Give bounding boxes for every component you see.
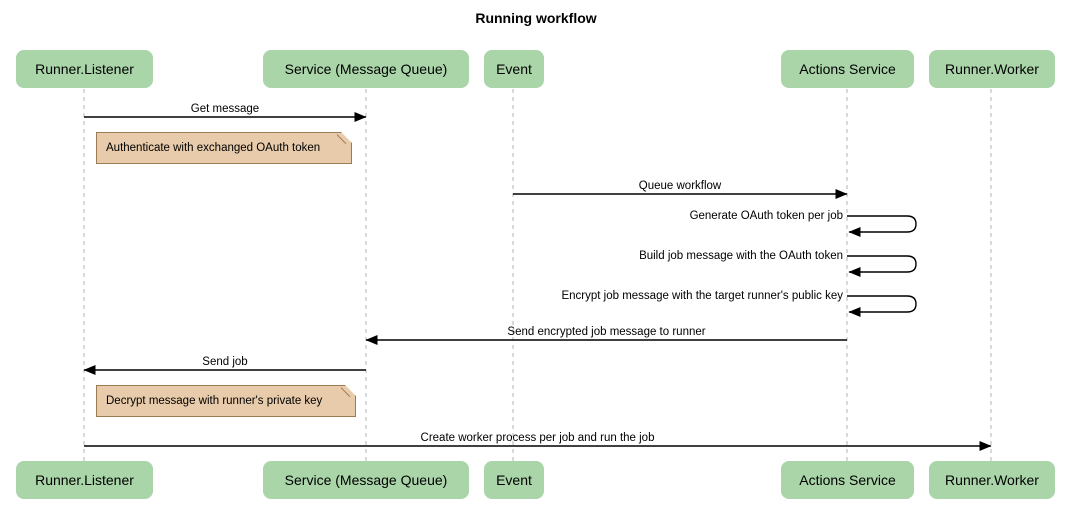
- message-label-get-message: Get message: [190, 103, 260, 115]
- note-label: Authenticate with exchanged OAuth token: [106, 142, 321, 154]
- self-message-arrow-build-job-message-with-the-oauth-token: [847, 255, 917, 277]
- note-label: Decrypt message with runner's private ke…: [106, 395, 323, 407]
- note-authenticate-with-exchanged-oauth-token: Authenticate with exchanged OAuth token: [96, 132, 352, 164]
- message-label-send-encrypted-job-message-to-runner: Send encrypted job message to runner: [507, 326, 706, 338]
- participant-actions-service-top[interactable]: Actions Service: [781, 50, 914, 88]
- message-label-create-worker-process-per-job-and-run-the-job: Create worker process per job and run th…: [420, 432, 655, 444]
- participant-label: Event: [496, 61, 532, 77]
- participant-service-message-queue-top[interactable]: Service (Message Queue): [263, 50, 469, 88]
- participant-label: Event: [496, 472, 532, 488]
- message-label-generate-oauth-token-per-job: Generate OAuth token per job: [689, 210, 843, 222]
- participant-label: Runner.Listener: [35, 61, 134, 77]
- message-label-queue-workflow: Queue workflow: [638, 180, 722, 192]
- note-fold-edge-icon: [341, 385, 356, 400]
- participant-actions-service-bottom[interactable]: Actions Service: [781, 461, 914, 499]
- participant-label: Runner.Worker: [945, 61, 1039, 77]
- message-label-send-job: Send job: [202, 356, 248, 368]
- participant-event-top[interactable]: Event: [484, 50, 544, 88]
- participant-runner-listener-bottom[interactable]: Runner.Listener: [16, 461, 153, 499]
- participant-label: Service (Message Queue): [284, 472, 448, 488]
- participant-service-message-queue-bottom[interactable]: Service (Message Queue): [263, 461, 469, 499]
- participant-label: Actions Service: [799, 61, 896, 77]
- participant-runner-worker-top[interactable]: Runner.Worker: [929, 50, 1055, 88]
- participant-event-bottom[interactable]: Event: [484, 461, 544, 499]
- note-fold-edge-icon: [337, 132, 352, 147]
- page-title: Running workflow: [475, 10, 597, 26]
- participant-runner-listener-top[interactable]: Runner.Listener: [16, 50, 153, 88]
- self-message-arrow-encrypt-job-message-with-the-target-runners-public-key: [847, 295, 917, 317]
- message-label-build-job-message-with-the-oauth-token: Build job message with the OAuth token: [639, 250, 843, 262]
- arrows-group: [83, 112, 992, 451]
- participant-label: Runner.Worker: [945, 472, 1039, 488]
- participant-label: Actions Service: [799, 472, 896, 488]
- message-label-encrypt-job-message-with-the-target-runners-public-key: Encrypt job message with the target runn…: [561, 290, 843, 302]
- participant-label: Runner.Listener: [35, 472, 134, 488]
- self-message-arrow-generate-oauth-token-per-job: [847, 215, 917, 237]
- note-decrypt-message-with-runners-private-key: Decrypt message with runner's private ke…: [96, 385, 356, 417]
- participant-label: Service (Message Queue): [284, 61, 448, 77]
- lifelines-group: [83, 89, 992, 461]
- participant-runner-worker-bottom[interactable]: Runner.Worker: [929, 461, 1055, 499]
